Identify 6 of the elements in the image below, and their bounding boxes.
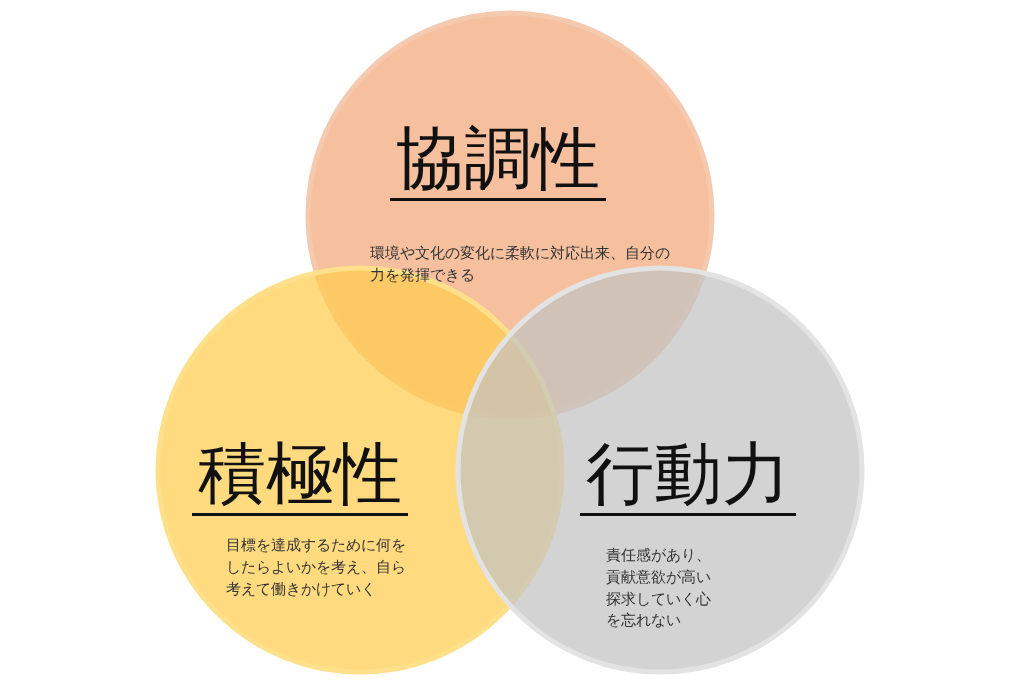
circle-heading: 積極性	[192, 435, 408, 517]
description-text: 責任感があり、貢献意欲が高い探求していく心を忘れない	[606, 545, 712, 632]
circle-heading: 協調性	[390, 120, 606, 202]
description-text: 環境や文化の変化に柔軟に対応出来、自分の力を発揮できる	[370, 243, 671, 286]
circle-heading: 行動力	[580, 435, 796, 517]
description-text: 目標を達成するために何をしたらよいかを考え、自ら考えて働きかけていく	[226, 535, 407, 600]
